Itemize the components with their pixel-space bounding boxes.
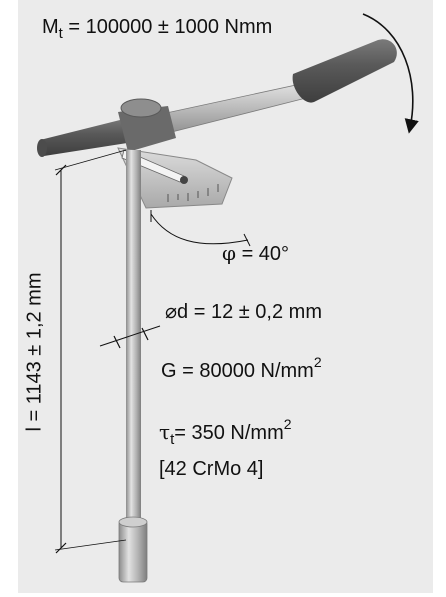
- torque-symbol: M: [42, 16, 59, 38]
- shear-modulus-label: G = 80000 N/mm2: [161, 354, 322, 383]
- handle-grip: [292, 39, 397, 103]
- rotation-arrow: [362, 13, 419, 134]
- shear-modulus-exponent: 2: [313, 354, 322, 370]
- socket-end: [118, 519, 148, 583]
- diameter-symbol: ⌀: [165, 301, 178, 323]
- angle-symbol: φ: [222, 241, 237, 265]
- length-label: l = 1143 ± 1,2 mm: [23, 272, 46, 432]
- torque-subscript: t: [58, 25, 63, 42]
- diameter-label: ⌀d = 12 ± 0,2 mm: [165, 299, 322, 324]
- torsion-shaft: [126, 150, 141, 522]
- shear-modulus-text: G = 80000 N/mm: [161, 360, 314, 382]
- angle-label: φ = 40°: [222, 241, 289, 266]
- torque-wrench-drawing: [37, 13, 419, 583]
- shear-stress-value: = 350 N/mm: [174, 422, 284, 444]
- torque-value: = 100000 ± 1000 Nmm: [62, 16, 273, 38]
- shear-stress-symbol: τ: [159, 420, 171, 444]
- shear-stress-label: τt= 350 N/mm2: [159, 416, 292, 448]
- torque-label: Mt = 100000 ± 1000 Nmm: [42, 16, 273, 42]
- material-label: [42 CrMo 4]: [159, 458, 264, 480]
- shear-stress-exponent: 2: [283, 416, 292, 432]
- angle-value: = 40°: [236, 243, 290, 265]
- angle-arc: [150, 213, 249, 245]
- wrench-head: [118, 106, 176, 152]
- diagram-panel: Mt = 100000 ± 1000 Nmm φ = 40° ⌀d = 12 ±…: [18, 0, 433, 593]
- handle-left-bar: [40, 118, 134, 156]
- diameter-value: d = 12 ± 0,2 mm: [177, 301, 322, 323]
- diameter-leader: [99, 325, 161, 347]
- shear-stress-subscript: t: [170, 431, 175, 448]
